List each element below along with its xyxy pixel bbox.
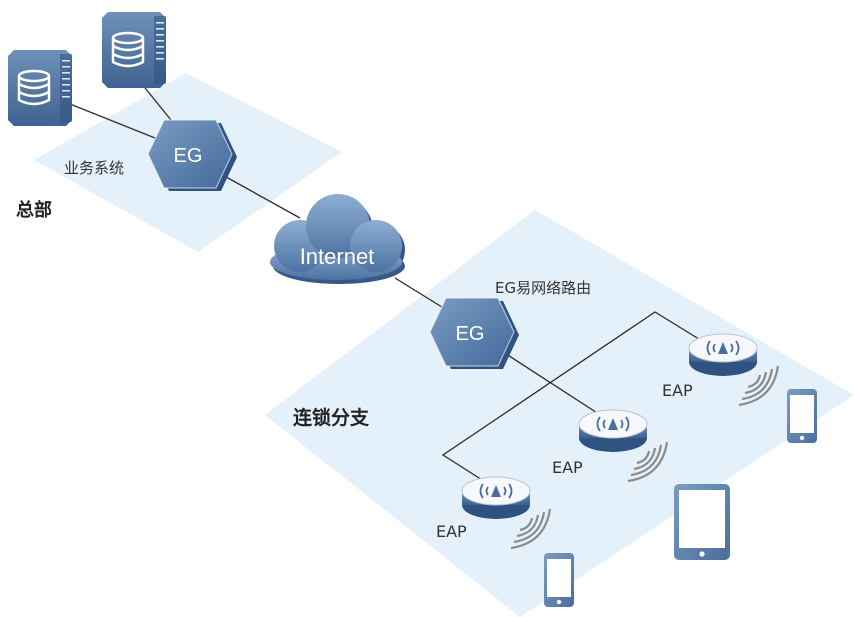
link-server1-eg [69,103,161,141]
wireless-ap-icon [688,333,758,377]
hq-gateway-label: EG [174,145,203,167]
branch-gateway-label: EG [456,323,485,345]
hq-zone-label: 总部 [16,199,52,221]
tablet-icon [674,484,730,560]
ap-label: EAP [436,522,467,541]
hq-gateway: EG [147,119,238,192]
smartphone-icon [787,389,817,443]
branch-zone [265,210,854,617]
ap-label: EAP [662,381,693,400]
router-caption: EG易网络路由 [495,279,591,297]
link-ap-bus [441,311,721,486]
server-icon [100,10,168,90]
link-branch-eg-ap2 [499,349,606,419]
internet-label: Internet [300,244,375,269]
cloud-icon: Internet [270,194,405,284]
branch-zone-label: 连锁分支 [293,406,370,429]
branch-gateway: EG [429,297,520,370]
link-internet-branch-eg [394,277,451,313]
server-icon [6,48,74,128]
wireless-ap-icon [578,409,648,453]
smartphone-icon [544,553,574,607]
ap-label: EAP [552,458,583,477]
hq-system-label: 业务系统 [64,159,124,177]
wireless-ap-icon [461,476,531,520]
